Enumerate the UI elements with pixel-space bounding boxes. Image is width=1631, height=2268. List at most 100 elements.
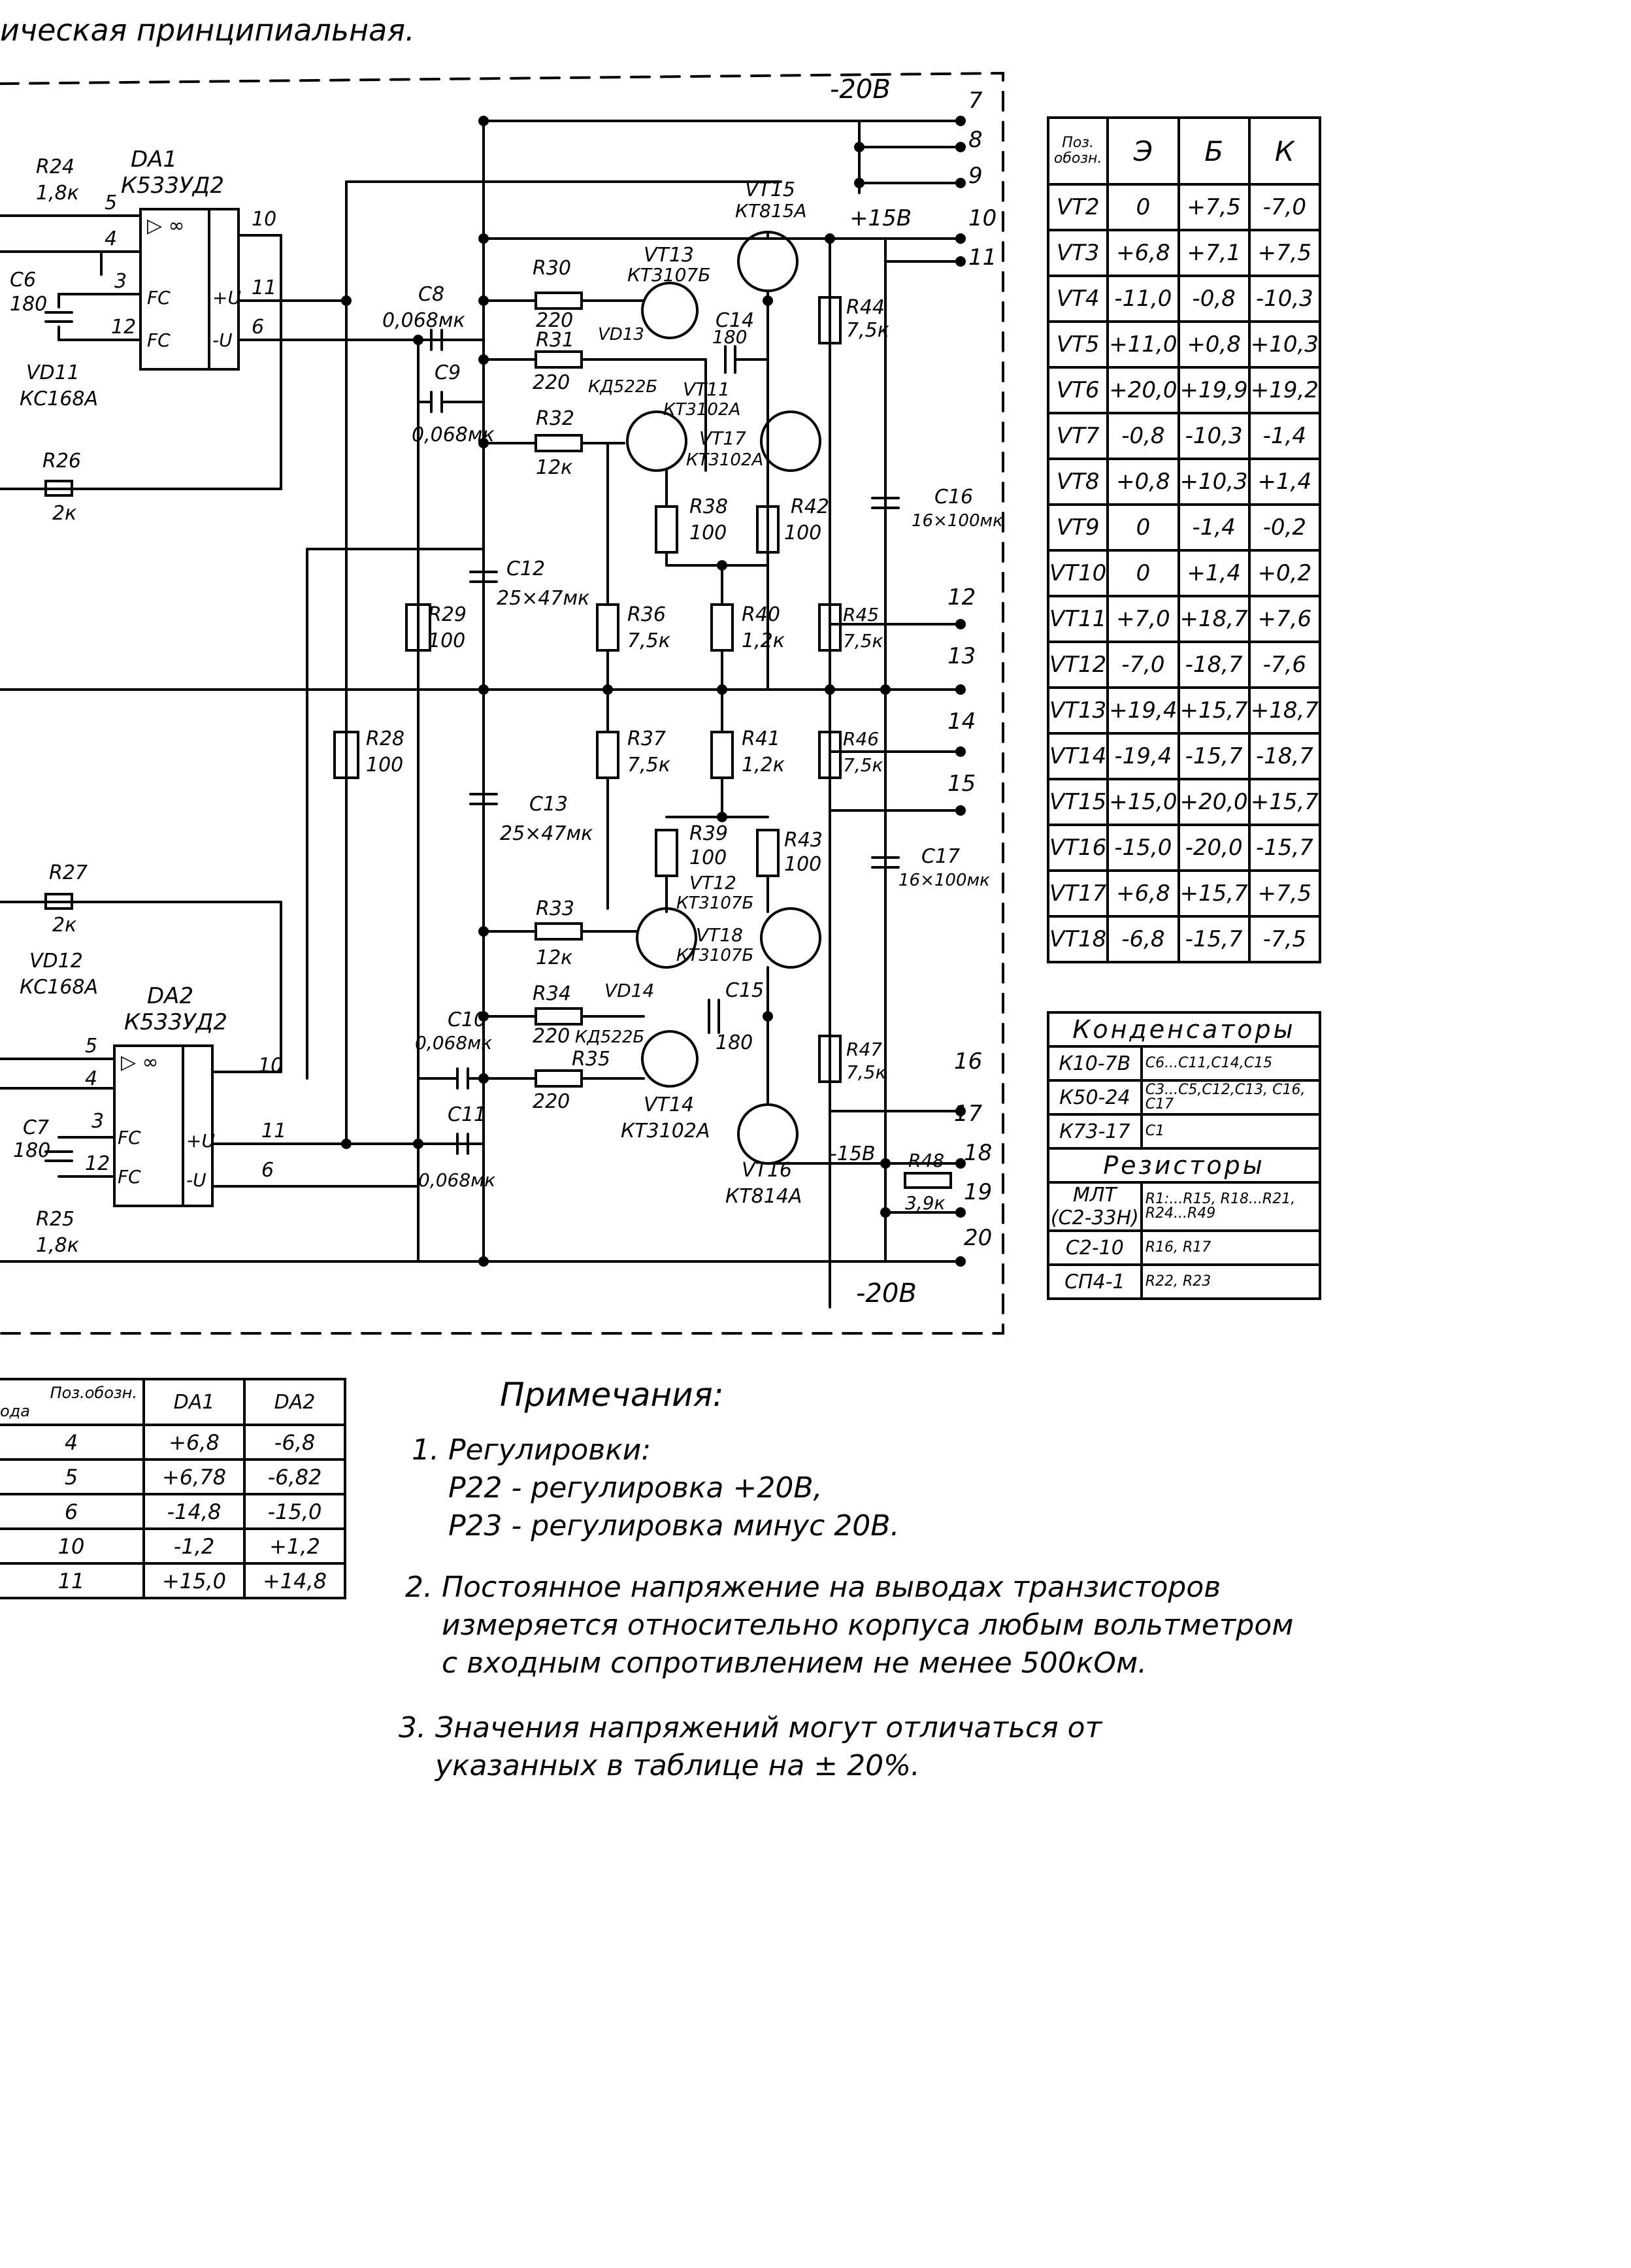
c13-value: 25×47мк (500, 822, 593, 845)
vd14-type: КД522Б (575, 1027, 644, 1047)
vt16-symbol (737, 1103, 799, 1165)
rail-top-label: -20В (830, 75, 891, 105)
r36-label: R36 (627, 603, 666, 626)
c10-label: C10 (448, 1009, 486, 1031)
r29-label: R29 (428, 603, 467, 626)
r33-label: R33 (536, 897, 574, 920)
r28-label: R28 (366, 727, 404, 750)
rail-plus15-label: +15В (849, 205, 912, 231)
cell-da1: -1,2 (142, 1527, 246, 1565)
r46-label: R46 (843, 728, 879, 750)
table-row: МЛТ (С2-33Н)R1:...R15, R18...R21, R24...… (1047, 1181, 1322, 1232)
da1-plus-u: +U (212, 287, 241, 309)
notes-title: Примечания: (500, 1376, 724, 1414)
pin-7: 7 (968, 88, 983, 114)
da1-type: К533УД2 (121, 173, 224, 199)
cell-collector: -0,2 (1247, 503, 1321, 552)
cell-da2: +14,8 (243, 1562, 346, 1599)
connection-dots (341, 116, 966, 1267)
da-pin-header: Поз.обозн. ода (0, 1378, 145, 1426)
r29-value: 100 (428, 629, 465, 652)
da2-pin-11: 11 (261, 1120, 286, 1142)
c7-label: C7 (23, 1116, 49, 1139)
cell-designator: VT5 (1046, 320, 1110, 369)
cell-base: -0,8 (1177, 275, 1251, 323)
r45-label: R45 (843, 604, 879, 625)
vt13-symbol (641, 282, 699, 339)
da2-plus-u: +U (186, 1130, 215, 1152)
cell-emitter: 0 (1106, 503, 1180, 552)
r43-label: R43 (784, 829, 823, 852)
table-row: VT13+19,4+15,7+18,7 (1046, 686, 1321, 735)
vt11-symbol (626, 410, 687, 472)
da1-pin-12: 12 (111, 316, 136, 339)
cell-designator: VT8 (1046, 458, 1110, 506)
cell-emitter: +15,0 (1106, 778, 1180, 826)
r47-label: R47 (846, 1039, 882, 1060)
cell-collector: -10,3 (1247, 275, 1321, 323)
da2-pin-3: 3 (91, 1110, 104, 1133)
cell-designator: VT15 (1046, 778, 1110, 826)
header-title: ическая принципиальная. (0, 12, 415, 48)
da2-fc1: FC (118, 1127, 141, 1148)
vt17-symbol (760, 410, 821, 472)
cell-base: +20,0 (1177, 778, 1251, 826)
table-row: 11+15,0+14,8 (0, 1562, 346, 1599)
table-row: VT18-6,8-15,7-7,5 (1046, 915, 1321, 963)
vt13-label: VT13 (644, 244, 694, 267)
da1-pin-3: 3 (114, 270, 127, 293)
cell-base: -10,3 (1177, 412, 1251, 460)
r40-value: 1,2к (742, 629, 785, 652)
table-row: 10-1,2+1,2 (0, 1527, 346, 1565)
table-row: 4+6,8-6,8 (0, 1424, 346, 1461)
r28-value: 100 (366, 754, 403, 776)
cell-refs: R22, R23 (1140, 1263, 1322, 1300)
capacitors-title: Конденсаторы (1047, 1011, 1321, 1048)
cell-emitter: 0 (1106, 183, 1180, 231)
r42-value: 100 (784, 522, 821, 544)
cell-designator: VT18 (1046, 915, 1110, 963)
cell-da2: -6,82 (243, 1458, 346, 1495)
c12-value: 25×47мк (497, 587, 589, 610)
table-row: VT5+11,0+0,8+10,3 (1046, 320, 1321, 369)
rail-bottom-label: -20В (856, 1278, 917, 1309)
da2-pin-12: 12 (85, 1152, 110, 1175)
vt18-type: КТ3107Б (676, 946, 753, 965)
cell-base: -1,4 (1177, 503, 1251, 552)
r38-value: 100 (689, 522, 727, 544)
cell-collector: +1,4 (1247, 458, 1321, 506)
pin-17: 17 (954, 1101, 983, 1127)
vt18-label: VT18 (696, 924, 743, 946)
r46-value: 7,5к (843, 754, 883, 776)
cell-emitter: +19,4 (1106, 686, 1180, 735)
r35-label: R35 (572, 1048, 610, 1071)
vd13-type: КД522Б (588, 377, 657, 397)
r44-value: 7,5к (846, 319, 889, 342)
vt17-label: VT17 (699, 427, 746, 449)
c12-label: C12 (506, 558, 545, 580)
r30-label: R30 (533, 257, 571, 280)
pin-14: 14 (947, 709, 976, 735)
cell-da1: -14,8 (142, 1493, 246, 1530)
r39-label: R39 (689, 822, 728, 845)
cell-collector: +7,5 (1247, 869, 1321, 918)
cell-collector: +19,2 (1247, 366, 1321, 414)
vt12-type: КТ3107Б (676, 893, 753, 913)
c11-label: C11 (448, 1103, 486, 1126)
c17-label: C17 (921, 845, 960, 868)
cell-da1: +15,0 (142, 1562, 246, 1599)
cell-base: -18,7 (1177, 641, 1251, 689)
cell-designator: VT16 (1046, 824, 1110, 872)
r26-value: 2к (52, 502, 76, 525)
frame-border (0, 71, 1004, 1335)
cell-da1: +6,8 (142, 1424, 246, 1461)
cell-collector: -7,6 (1247, 641, 1321, 689)
pin-16: 16 (954, 1048, 982, 1075)
c11-value: 0,068мк (418, 1169, 495, 1191)
c17-value: 16×100мк (898, 871, 990, 890)
vt14-label: VT14 (644, 1093, 694, 1116)
cell-type: К10-7В (1047, 1045, 1143, 1082)
